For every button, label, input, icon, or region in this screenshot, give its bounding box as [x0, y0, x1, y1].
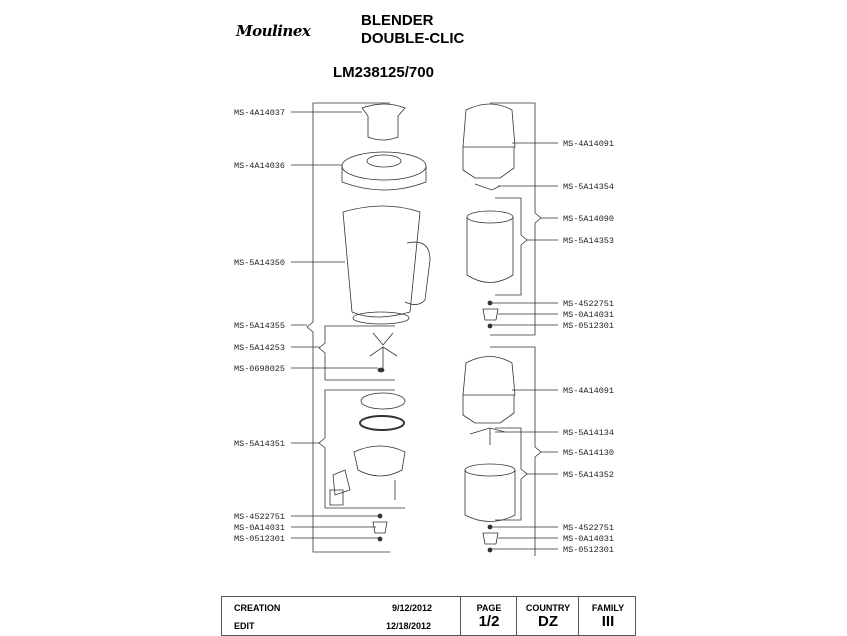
right-top-bracket: [490, 102, 542, 336]
mill-lid-part: [462, 356, 516, 396]
part-label: MS-5A14353: [563, 236, 614, 246]
part-label: MS-0512301: [563, 321, 614, 331]
part-label: MS-4A14036: [234, 161, 285, 171]
part-label: MS-5A14352: [563, 470, 614, 480]
part-label: MS-5A14354: [563, 182, 614, 192]
footer-info-table: CREATION EDIT 9/12/2012 12/18/2012 PAGE …: [221, 596, 636, 636]
jug-part: [342, 205, 421, 318]
seal-part: [377, 367, 385, 373]
family-label: FAMILY: [591, 603, 625, 613]
model-number: LM238125/700: [333, 64, 434, 81]
creation-label: CREATION: [234, 603, 281, 613]
part-label: MS-0A14031: [234, 523, 285, 533]
edit-date: 12/18/2012: [386, 621, 432, 631]
part-label: MS-4A14091: [563, 139, 614, 149]
part-label: MS-4A14037: [234, 108, 285, 118]
part-label: MS-4522751: [563, 299, 614, 309]
blade-part: [369, 332, 398, 368]
title-line1: BLENDER: [361, 12, 434, 29]
part-label: MS-0A14031: [563, 534, 614, 544]
mill-bowl-part: [464, 463, 516, 477]
page-label: PAGE: [476, 603, 502, 613]
page-value: 1/2: [478, 613, 500, 630]
page-cell: PAGE 1/2: [460, 597, 517, 635]
part-label: MS-0A14031: [563, 310, 614, 320]
part-label: MS-4522751: [563, 523, 614, 533]
base-part: [353, 445, 406, 477]
lid-part: [341, 151, 427, 181]
exploded-parts-diagram: MS-4A14037 MS-4A14036 MS-5A14350 MS-5A14…: [234, 102, 614, 556]
part-label: MS-0698025: [234, 364, 285, 374]
coupling-part: [360, 392, 406, 410]
family-cell: FAMILY III: [578, 597, 637, 635]
part-label: MS-5A14134: [563, 428, 614, 438]
part-label: MS-5A14355: [234, 321, 285, 331]
chopper-blade-part: [474, 183, 501, 191]
measuring-cap-part: [361, 103, 406, 141]
part-label: MS-5A14351: [234, 439, 285, 449]
left-part-labels: MS-4A14037 MS-4A14036 MS-5A14350 MS-5A14…: [234, 108, 285, 544]
part-label: MS-0512301: [563, 545, 614, 555]
blade-bracket: [318, 325, 395, 381]
part-label: MS-5A14090: [563, 214, 614, 224]
part-label: MS-0512301: [234, 534, 285, 544]
part-label: MS-5A14130: [563, 448, 614, 458]
creation-date: 9/12/2012: [392, 603, 433, 613]
country-cell: COUNTRY DZ: [516, 597, 579, 635]
country-label: COUNTRY: [525, 603, 571, 613]
chopper-bowl-part: [466, 210, 514, 224]
brand-logo: Moulinex: [236, 22, 311, 40]
edit-label: EDIT: [234, 621, 255, 631]
chopper-lid-part: [462, 103, 516, 148]
title-line2: DOUBLE-CLIC: [361, 30, 465, 47]
family-value: III: [601, 613, 615, 630]
part-label: MS-5A14350: [234, 258, 285, 268]
part-label: MS-4522751: [234, 512, 285, 522]
right-part-labels: MS-4A14091 MS-5A14354 MS-5A14090 MS-5A14…: [563, 139, 614, 555]
part-label: MS-4A14091: [563, 386, 614, 396]
left-bracket: [306, 102, 390, 553]
part-label: MS-5A14253: [234, 343, 285, 353]
mill-blade-part: [469, 427, 506, 445]
country-value: DZ: [538, 613, 558, 630]
